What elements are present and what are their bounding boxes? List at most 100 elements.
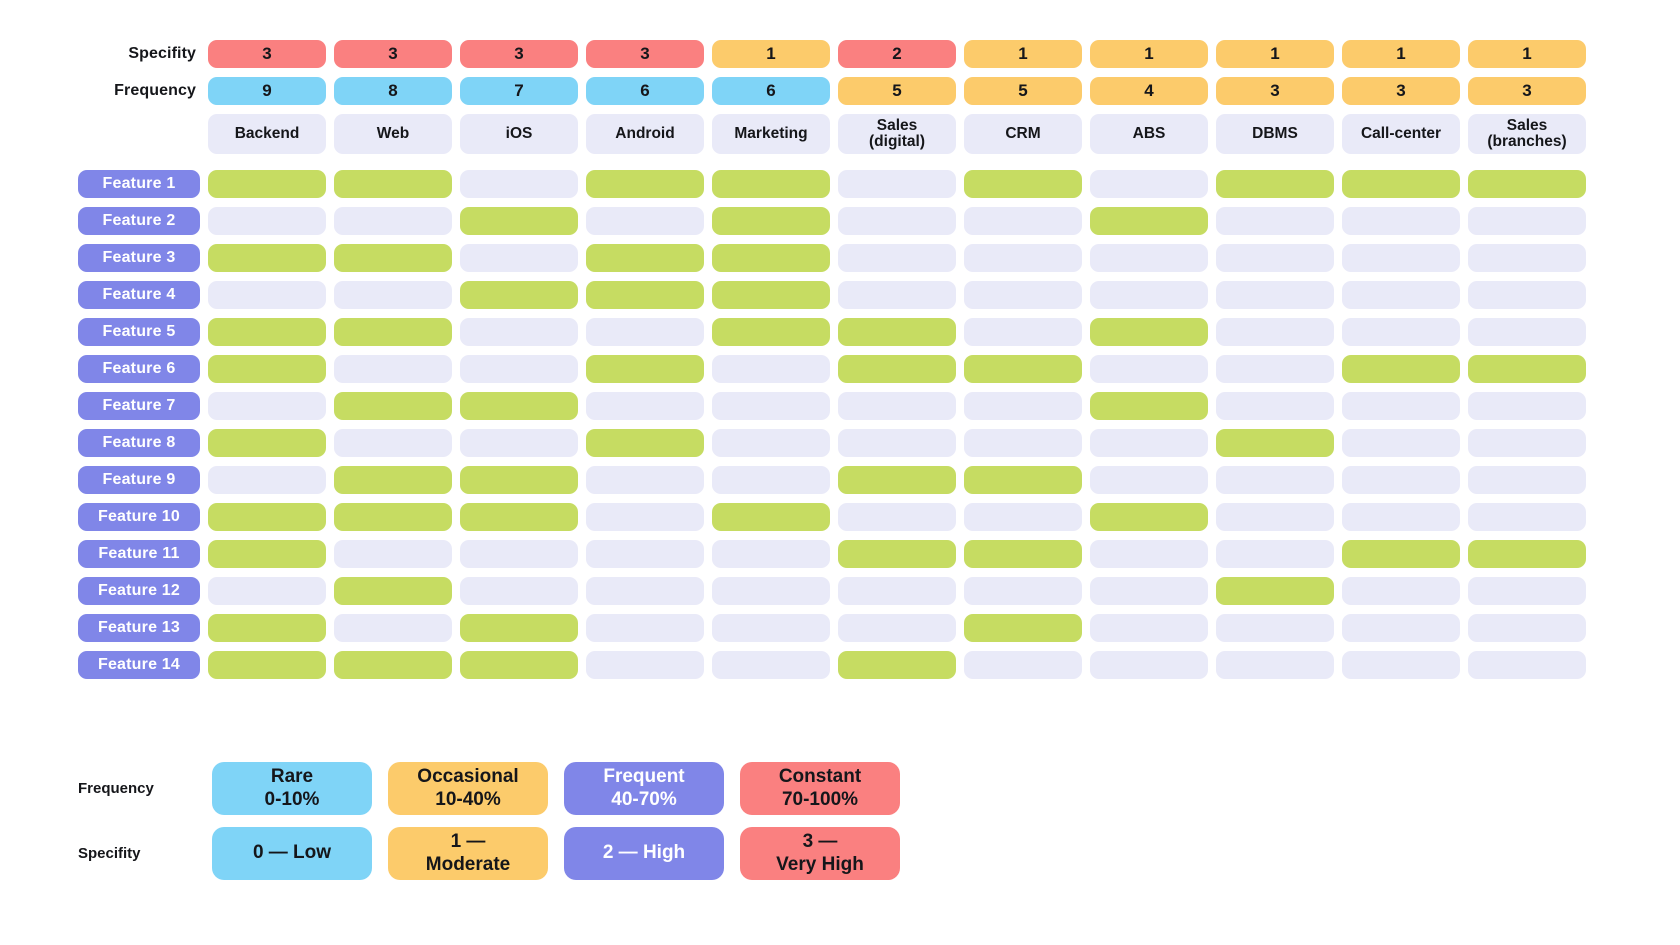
feature-row-label[interactable]: Feature 10 [78,502,200,531]
matrix-cell-filled[interactable] [586,243,704,272]
matrix-cell-empty[interactable] [460,428,578,457]
matrix-cell-empty[interactable] [334,354,452,383]
matrix-cell-empty[interactable] [586,206,704,235]
matrix-cell-empty[interactable] [586,650,704,679]
matrix-cell-empty[interactable] [838,391,956,420]
matrix-cell-filled[interactable] [712,502,830,531]
matrix-cell-filled[interactable] [838,354,956,383]
matrix-cell-empty[interactable] [334,539,452,568]
matrix-cell-filled[interactable] [460,465,578,494]
feature-row-label[interactable]: Feature 13 [78,613,200,642]
matrix-cell-empty[interactable] [1342,391,1460,420]
matrix-cell-filled[interactable] [460,391,578,420]
matrix-cell-empty[interactable] [208,576,326,605]
matrix-cell-filled[interactable] [586,354,704,383]
matrix-cell-empty[interactable] [1216,317,1334,346]
matrix-cell-filled[interactable] [334,169,452,198]
matrix-cell-empty[interactable] [1216,243,1334,272]
matrix-cell-empty[interactable] [586,317,704,346]
matrix-cell-empty[interactable] [586,465,704,494]
matrix-cell-empty[interactable] [712,354,830,383]
matrix-cell-filled[interactable] [1216,428,1334,457]
matrix-cell-empty[interactable] [1216,206,1334,235]
matrix-cell-filled[interactable] [208,169,326,198]
matrix-cell-filled[interactable] [1090,391,1208,420]
matrix-cell-empty[interactable] [208,206,326,235]
feature-row-label[interactable]: Feature 2 [78,206,200,235]
matrix-cell-filled[interactable] [1216,576,1334,605]
matrix-cell-empty[interactable] [1090,354,1208,383]
matrix-cell-filled[interactable] [208,502,326,531]
matrix-cell-empty[interactable] [208,391,326,420]
matrix-cell-empty[interactable] [334,280,452,309]
matrix-cell-filled[interactable] [208,539,326,568]
matrix-cell-filled[interactable] [1342,539,1460,568]
matrix-cell-empty[interactable] [1468,243,1586,272]
matrix-cell-filled[interactable] [712,317,830,346]
matrix-cell-empty[interactable] [1216,650,1334,679]
matrix-cell-filled[interactable] [208,650,326,679]
matrix-cell-empty[interactable] [1468,613,1586,642]
matrix-cell-empty[interactable] [1216,354,1334,383]
matrix-cell-empty[interactable] [1342,317,1460,346]
matrix-cell-filled[interactable] [334,243,452,272]
matrix-cell-filled[interactable] [334,391,452,420]
matrix-cell-empty[interactable] [1468,502,1586,531]
matrix-cell-filled[interactable] [334,576,452,605]
matrix-cell-empty[interactable] [838,243,956,272]
matrix-cell-filled[interactable] [460,650,578,679]
matrix-cell-empty[interactable] [586,539,704,568]
matrix-cell-empty[interactable] [964,391,1082,420]
matrix-cell-filled[interactable] [964,354,1082,383]
matrix-cell-filled[interactable] [1090,206,1208,235]
matrix-cell-empty[interactable] [1468,206,1586,235]
matrix-cell-empty[interactable] [586,502,704,531]
matrix-cell-filled[interactable] [460,502,578,531]
matrix-cell-empty[interactable] [208,465,326,494]
matrix-cell-empty[interactable] [838,613,956,642]
matrix-cell-empty[interactable] [838,502,956,531]
matrix-cell-empty[interactable] [838,428,956,457]
matrix-cell-empty[interactable] [964,650,1082,679]
matrix-cell-empty[interactable] [1090,243,1208,272]
matrix-cell-filled[interactable] [1216,169,1334,198]
matrix-cell-empty[interactable] [712,650,830,679]
matrix-cell-empty[interactable] [1090,169,1208,198]
matrix-cell-empty[interactable] [460,243,578,272]
feature-row-label[interactable]: Feature 3 [78,243,200,272]
matrix-cell-filled[interactable] [460,206,578,235]
matrix-cell-empty[interactable] [460,354,578,383]
matrix-cell-empty[interactable] [334,613,452,642]
matrix-cell-filled[interactable] [208,317,326,346]
matrix-cell-empty[interactable] [838,280,956,309]
matrix-cell-empty[interactable] [964,280,1082,309]
matrix-cell-filled[interactable] [1090,502,1208,531]
matrix-cell-filled[interactable] [1468,539,1586,568]
feature-row-label[interactable]: Feature 9 [78,465,200,494]
feature-row-label[interactable]: Feature 12 [78,576,200,605]
feature-row-label[interactable]: Feature 5 [78,317,200,346]
matrix-cell-empty[interactable] [1090,539,1208,568]
matrix-cell-filled[interactable] [208,613,326,642]
matrix-cell-empty[interactable] [1342,206,1460,235]
matrix-cell-empty[interactable] [1342,428,1460,457]
matrix-cell-empty[interactable] [1216,391,1334,420]
matrix-cell-filled[interactable] [334,317,452,346]
matrix-cell-empty[interactable] [964,206,1082,235]
feature-row-label[interactable]: Feature 1 [78,169,200,198]
matrix-cell-filled[interactable] [460,613,578,642]
matrix-cell-empty[interactable] [964,243,1082,272]
matrix-cell-empty[interactable] [1468,465,1586,494]
matrix-cell-empty[interactable] [334,206,452,235]
matrix-cell-empty[interactable] [1342,613,1460,642]
matrix-cell-filled[interactable] [1342,169,1460,198]
matrix-cell-empty[interactable] [838,206,956,235]
matrix-cell-empty[interactable] [1342,650,1460,679]
matrix-cell-filled[interactable] [712,169,830,198]
matrix-cell-empty[interactable] [1090,576,1208,605]
matrix-cell-filled[interactable] [334,465,452,494]
feature-row-label[interactable]: Feature 11 [78,539,200,568]
matrix-cell-empty[interactable] [712,613,830,642]
matrix-cell-filled[interactable] [964,169,1082,198]
feature-row-label[interactable]: Feature 14 [78,650,200,679]
